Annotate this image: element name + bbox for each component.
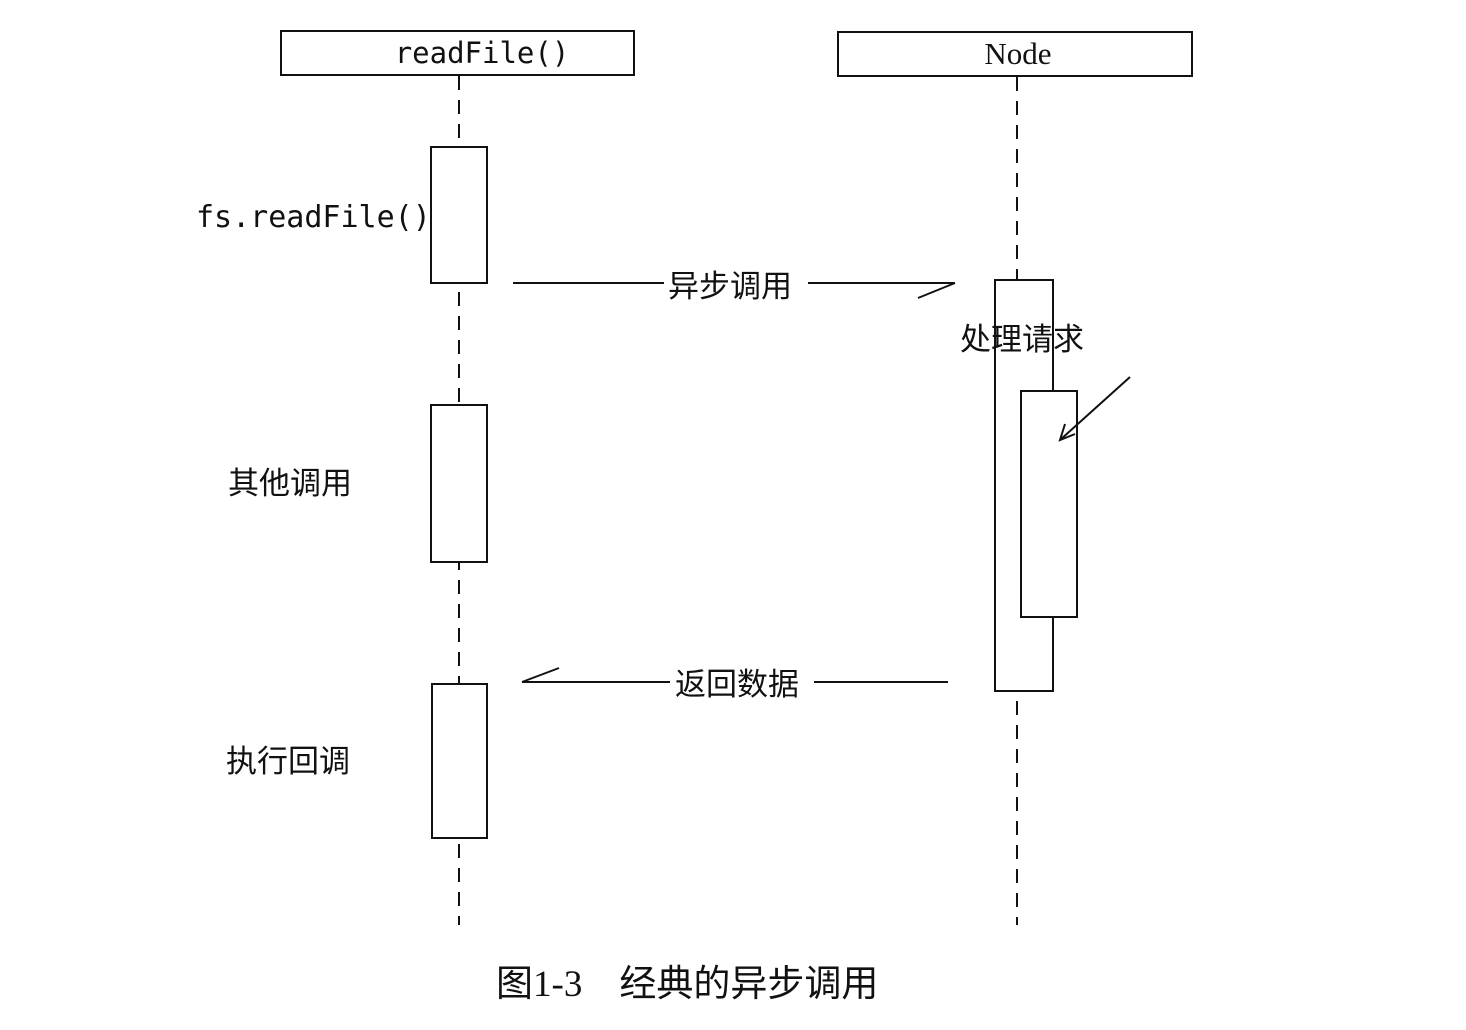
- activation-fs-readfile: [430, 146, 488, 284]
- fs-readfile-label: fs.readFile(): [196, 200, 431, 235]
- async-call-label: 异步调用: [668, 269, 792, 305]
- return-data-label: 返回数据: [675, 667, 799, 703]
- figure-caption: 图1-3 经典的异步调用: [496, 963, 878, 1005]
- node-lifeline-label: Node: [984, 36, 1051, 71]
- execute-callback-label: 执行回调: [226, 744, 350, 780]
- activation-node-inner: [1020, 390, 1078, 618]
- node-lifeline-box: [837, 31, 1193, 77]
- async-call-arrowhead: [917, 282, 956, 299]
- process-request-arrowhead: [1058, 423, 1076, 442]
- return-data-arrowhead: [521, 667, 560, 683]
- activation-other-calls: [430, 404, 488, 563]
- readfile-lifeline-label: readFile(): [395, 36, 570, 70]
- readfile-lifeline-box: [280, 30, 635, 76]
- activation-execute-callback: [431, 683, 488, 839]
- process-request-arrow-line: [1059, 376, 1131, 441]
- other-calls-label: 其他调用: [228, 466, 352, 502]
- process-request-label: 处理请求: [960, 322, 1084, 358]
